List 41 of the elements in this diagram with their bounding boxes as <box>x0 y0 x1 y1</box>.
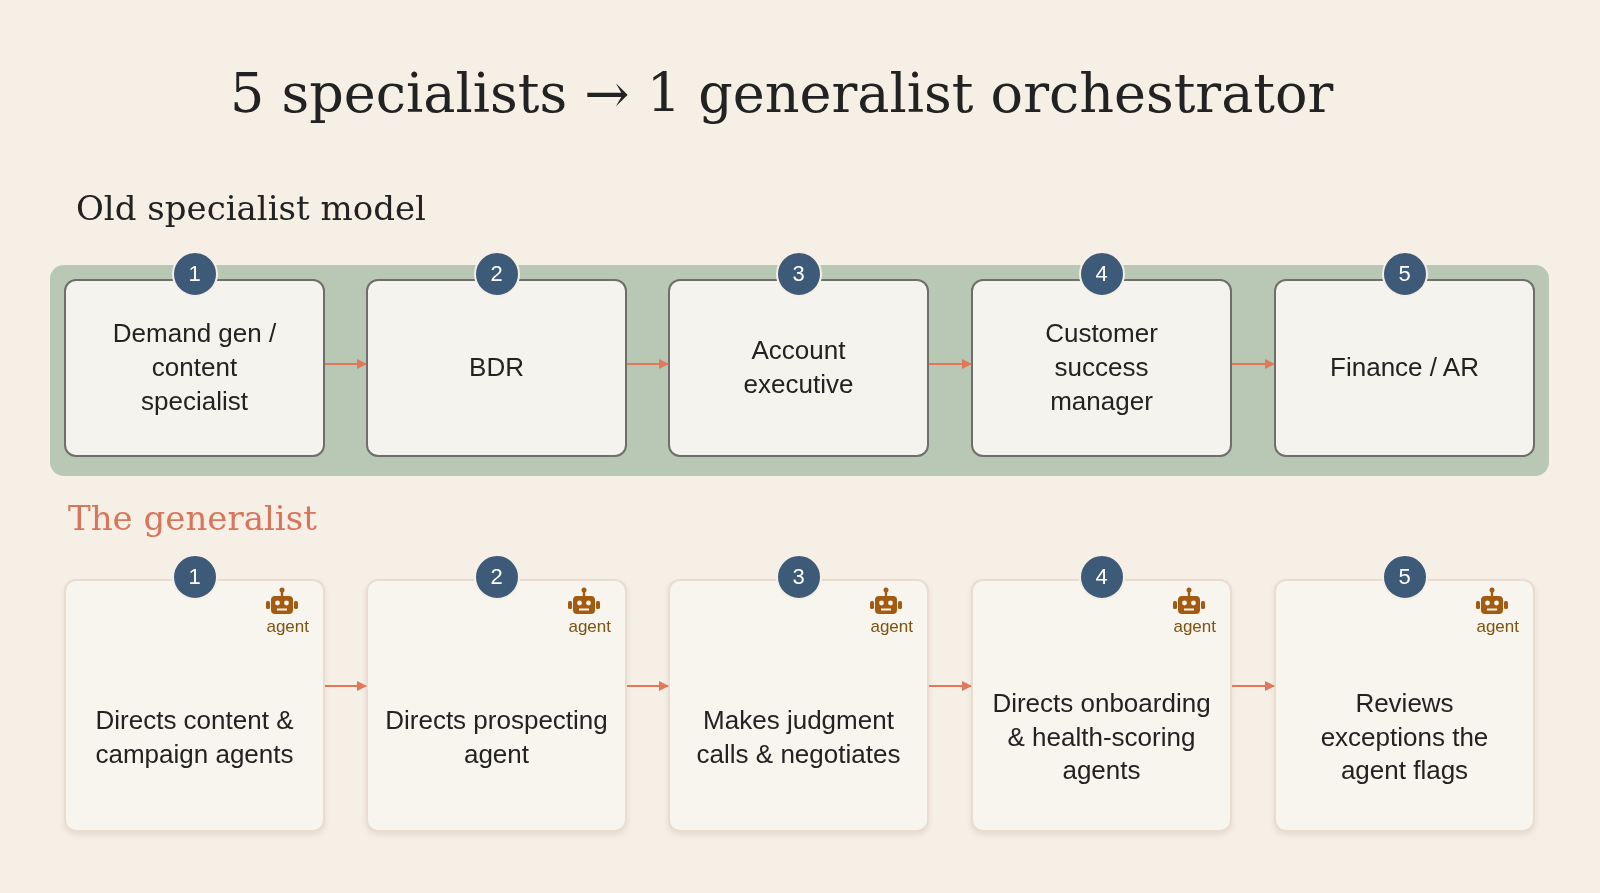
icon-caption: agent <box>568 617 611 637</box>
arrow <box>928 681 972 691</box>
arrow <box>928 359 972 369</box>
step-number-badge: 5 <box>1381 251 1428 297</box>
box-text: Demand gen / content specialist <box>111 317 278 418</box>
step-number-badge: 1 <box>171 554 218 600</box>
role-box <box>366 279 627 457</box>
step-number-badge: 2 <box>473 554 520 600</box>
role-box <box>971 279 1232 457</box>
arrow <box>324 359 367 369</box>
box-text: Reviews exceptions the agent flags <box>1319 686 1490 788</box>
box-text: Directs content & campaign agents <box>94 703 295 771</box>
step-number-badge: 5 <box>1381 554 1428 600</box>
arrow <box>324 681 367 691</box>
step-number-badge: 2 <box>473 251 520 297</box>
role-box <box>64 279 325 457</box>
box-text: Makes judgment calls & negotiates <box>695 703 902 771</box>
arrow <box>1231 359 1275 369</box>
icon-caption: agent <box>1476 617 1519 637</box>
arrow <box>626 359 669 369</box>
step-number-badge: 1 <box>171 251 218 297</box>
step-number-badge: 4 <box>1078 554 1125 600</box>
box-text: Account executive <box>742 334 855 401</box>
box-text: BDR <box>468 351 525 385</box>
box-text: Customer success manager <box>1044 317 1159 418</box>
box-text: Finance / AR <box>1329 351 1480 385</box>
step-number-badge: 3 <box>775 251 822 297</box>
arrow <box>626 681 669 691</box>
icon-caption: agent <box>1173 617 1216 637</box>
step-number-badge: 3 <box>775 554 822 600</box>
role-box <box>668 279 929 457</box>
icon-caption: agent <box>266 617 309 637</box>
step-number-badge: 4 <box>1078 251 1125 297</box>
section-heading: The generalist <box>68 498 317 538</box>
box-text: Directs onboarding & health-scoring agents <box>991 686 1212 788</box>
box-text: Directs prospecting agent <box>384 703 609 771</box>
role-box <box>1274 279 1535 457</box>
icon-caption: agent <box>870 617 913 637</box>
section-heading: Old specialist model <box>76 188 426 228</box>
title: 5 specialists → 1 generalist orchestrator <box>230 62 1334 125</box>
arrow <box>1231 681 1275 691</box>
